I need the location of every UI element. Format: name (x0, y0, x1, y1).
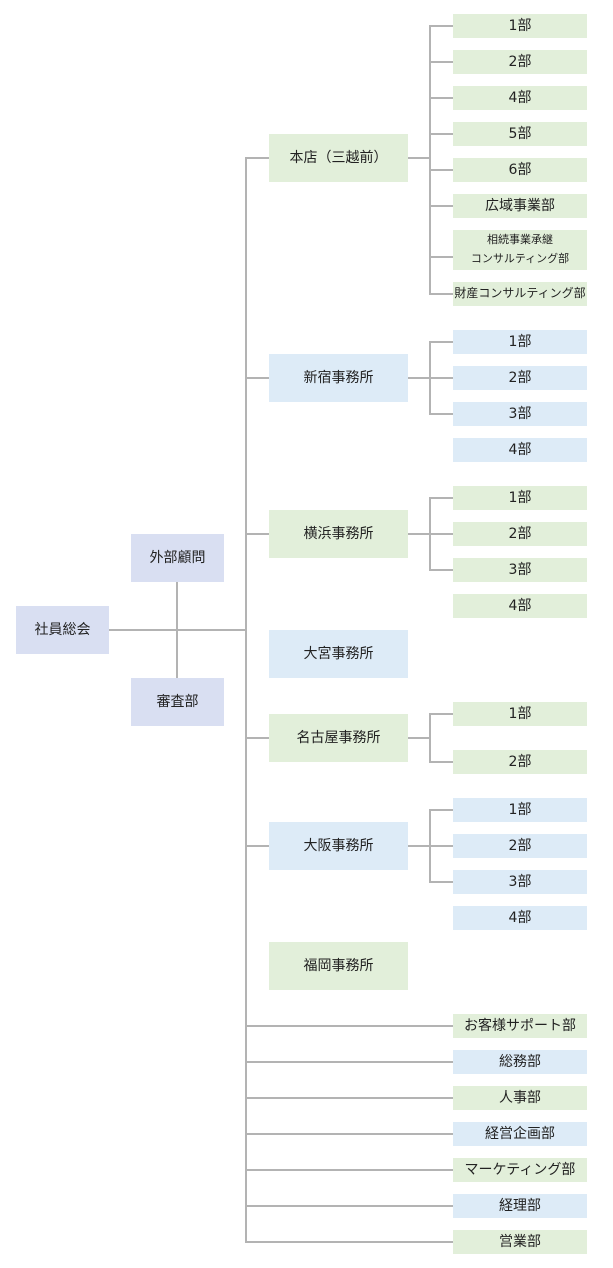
connector (408, 157, 430, 159)
connector (429, 377, 453, 379)
connector (429, 293, 453, 295)
branch-node: 大宮事務所 (269, 630, 408, 678)
connector (429, 845, 453, 847)
connector (429, 256, 453, 258)
department-node: 2部 (453, 834, 587, 858)
branch-node: 新宿事務所 (269, 354, 408, 402)
department-node: 経営企画部 (453, 1122, 587, 1146)
department-node: 2部 (453, 366, 587, 390)
connector (429, 169, 453, 171)
connector (408, 377, 430, 379)
department-node: 2部 (453, 750, 587, 774)
department-node: 3部 (453, 870, 587, 894)
connector (245, 1097, 453, 1099)
department-node: 6部 (453, 158, 587, 182)
department-node: 1部 (453, 486, 587, 510)
connector (245, 157, 269, 159)
connector (245, 533, 269, 535)
connector (245, 1133, 453, 1135)
department-node: マーケティング部 (453, 1158, 587, 1182)
branch-node: 福岡事務所 (269, 942, 408, 990)
connector (429, 341, 453, 343)
department-node: 営業部 (453, 1230, 587, 1254)
department-node: 総務部 (453, 1050, 587, 1074)
connector (245, 1061, 453, 1063)
branch-node: 名古屋事務所 (269, 714, 408, 762)
branch-node: 本店（三越前） (269, 134, 408, 182)
connector (245, 377, 269, 379)
connector (429, 25, 431, 294)
department-node: 1部 (453, 702, 587, 726)
department-node: 4部 (453, 594, 587, 618)
branch-node: 大阪事務所 (269, 822, 408, 870)
connector (245, 1025, 453, 1027)
department-node: 4部 (453, 438, 587, 462)
connector (176, 582, 178, 678)
department-node: 1部 (453, 798, 587, 822)
connector (429, 61, 453, 63)
connector (429, 497, 453, 499)
connector (429, 133, 453, 135)
department-node: 4部 (453, 906, 587, 930)
connector (245, 737, 269, 739)
department-node: 人事部 (453, 1086, 587, 1110)
connector (429, 809, 453, 811)
department-node: 3部 (453, 402, 587, 426)
department-node: お客様サポート部 (453, 1014, 587, 1038)
connector (408, 845, 430, 847)
department-node: 2部 (453, 50, 587, 74)
connector (429, 761, 453, 763)
connector (429, 97, 453, 99)
connector (429, 25, 453, 27)
department-node: 広域事業部 (453, 194, 587, 218)
department-node: 経理部 (453, 1194, 587, 1218)
connector (429, 533, 453, 535)
department-node: 4部 (453, 86, 587, 110)
connector (245, 1169, 453, 1171)
connector (429, 713, 431, 763)
connector (429, 569, 453, 571)
connector (245, 157, 247, 1243)
branch-node: 横浜事務所 (269, 510, 408, 558)
connector (245, 1241, 453, 1243)
connector (408, 533, 430, 535)
connector (408, 737, 430, 739)
department-node: 1部 (453, 14, 587, 38)
department-node: 2部 (453, 522, 587, 546)
connector (429, 205, 453, 207)
department-node: 財産コンサルティング部 (453, 282, 587, 306)
connector (245, 845, 269, 847)
department-node: 相続事業承継 コンサルティング部 (453, 230, 587, 270)
department-node: 1部 (453, 330, 587, 354)
connector (429, 413, 453, 415)
side-unit: 外部顧問 (131, 534, 224, 582)
side-unit: 審査部 (131, 678, 224, 726)
connector (429, 881, 453, 883)
connector (245, 1205, 453, 1207)
department-node: 3部 (453, 558, 587, 582)
connector (429, 713, 453, 715)
root-node: 社員総会 (16, 606, 109, 654)
department-node: 5部 (453, 122, 587, 146)
